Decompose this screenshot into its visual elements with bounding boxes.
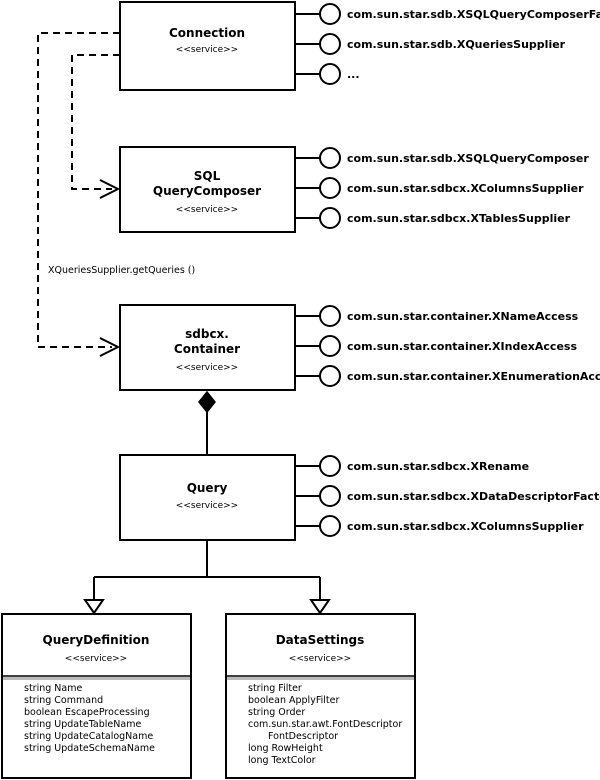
inheritance-query xyxy=(83,540,331,615)
interface-label: com.sun.star.container.XIndexAccess xyxy=(347,340,577,353)
interface-label: com.sun.star.container.XNameAccess xyxy=(347,310,579,323)
connection-interfaces: com.sun.star.sdb.XSQLQueryComposerFactor… xyxy=(295,3,600,85)
query-definition-stereotype: <<service>> xyxy=(65,654,127,664)
property-item: FontDescriptor xyxy=(268,731,338,742)
interface-label: ... xyxy=(347,68,360,81)
query-definition-title: QueryDefinition xyxy=(43,633,150,647)
interface-lollipop-icon xyxy=(319,3,341,25)
property-item: long TextColor xyxy=(248,755,316,766)
property-item: long RowHeight xyxy=(248,743,323,754)
interface-label: com.sun.star.sdbcx.XRename xyxy=(347,460,529,473)
property-item: string Order xyxy=(248,707,305,718)
composition-container-query xyxy=(198,390,216,455)
property-item: string UpdateTableName xyxy=(24,719,141,730)
sql-query-composer-service: SQL QueryComposer <<service>> xyxy=(119,146,296,233)
divider-shadow xyxy=(3,677,190,680)
property-item: string Command xyxy=(24,695,103,706)
inheritance-triangle-icon xyxy=(83,599,105,615)
property-item: string Filter xyxy=(248,683,302,694)
connection-title: Connection xyxy=(169,26,245,40)
dependency-connection-to-sqlquerycomposer xyxy=(71,54,121,199)
property-item: string UpdateSchemaName xyxy=(24,743,155,754)
interface-label: com.sun.star.sdb.XSQLQueryComposer xyxy=(347,152,589,165)
property-item: string Name xyxy=(24,683,82,694)
interface-lollipop-icon xyxy=(319,365,341,387)
interface-label: com.sun.star.sdbcx.XTablesSupplier xyxy=(347,212,571,225)
interface-label: com.sun.star.sdb.XSQLQueryComposerFactor… xyxy=(347,8,600,21)
composition-diamond-icon xyxy=(198,390,216,414)
interface-lollipop-icon xyxy=(319,33,341,55)
sdbcx-container-stereotype: <<service>> xyxy=(176,363,238,373)
query-title: Query xyxy=(187,481,228,495)
data-settings-stereotype: <<service>> xyxy=(289,654,351,664)
interface-lollipop-icon xyxy=(319,455,341,477)
sdbcx-container-title-line1: sdbcx. xyxy=(185,327,229,341)
sdbcx-container-box xyxy=(119,304,296,391)
sql-query-composer-interfaces: com.sun.star.sdb.XSQLQueryComposer com.s… xyxy=(295,147,589,229)
sql-query-composer-title-line1: SQL xyxy=(194,169,221,183)
property-item: com.sun.star.awt.FontDescriptor xyxy=(248,719,402,730)
sdbcx-container-service: sdbcx. Container <<service>> xyxy=(119,304,296,391)
interface-lollipop-icon xyxy=(319,207,341,229)
sql-query-composer-box xyxy=(119,146,296,233)
divider-shadow xyxy=(227,677,414,680)
open-arrowhead-icon xyxy=(99,337,121,357)
sdbcx-container-interfaces: com.sun.star.container.XNameAccess com.s… xyxy=(295,305,600,387)
interface-lollipop-icon xyxy=(319,305,341,327)
interface-lollipop-icon xyxy=(319,335,341,357)
interface-label: com.sun.star.sdbcx.XDataDescriptorFactor… xyxy=(347,490,600,503)
property-item: boolean ApplyFilter xyxy=(248,695,339,706)
interface-lollipop-icon xyxy=(319,63,341,85)
connection-service: Connection <<service>> xyxy=(119,1,296,91)
query-interfaces: com.sun.star.sdbcx.XRename com.sun.star.… xyxy=(295,455,600,537)
inheritance-triangle-icon xyxy=(309,599,331,615)
get-queries-label: XQueriesSupplier.getQueries () xyxy=(48,265,195,276)
interface-lollipop-icon xyxy=(319,515,341,537)
sql-query-composer-title-line2: QueryComposer xyxy=(153,184,261,198)
sdbcx-container-title-line2: Container xyxy=(174,342,240,356)
query-definition-service: QueryDefinition <<service>> string Name … xyxy=(1,613,192,779)
property-item: boolean EscapeProcessing xyxy=(24,707,150,718)
property-item: string UpdateCatalogName xyxy=(24,731,153,742)
connection-stereotype: <<service>> xyxy=(176,45,238,55)
dependency-connection-to-container xyxy=(37,32,121,357)
data-settings-box xyxy=(225,613,416,779)
interface-lollipop-icon xyxy=(319,485,341,507)
interface-label: com.sun.star.container.XEnumerationAcces… xyxy=(347,370,600,383)
query-box xyxy=(119,454,296,541)
sql-query-composer-stereotype: <<service>> xyxy=(176,205,238,215)
data-settings-title: DataSettings xyxy=(276,633,365,647)
query-stereotype: <<service>> xyxy=(176,501,238,511)
data-settings-service: DataSettings <<service>> string Filter b… xyxy=(225,613,416,779)
interface-label: com.sun.star.sdbcx.XColumnsSupplier xyxy=(347,520,584,533)
connection-box xyxy=(119,1,296,91)
query-definition-box xyxy=(1,613,192,779)
interface-lollipop-icon xyxy=(319,147,341,169)
open-arrowhead-icon xyxy=(99,179,121,199)
query-service: Query <<service>> xyxy=(119,454,296,541)
interface-lollipop-icon xyxy=(319,177,341,199)
interface-label: com.sun.star.sdb.XQueriesSupplier xyxy=(347,38,566,51)
interface-label: com.sun.star.sdbcx.XColumnsSupplier xyxy=(347,182,584,195)
